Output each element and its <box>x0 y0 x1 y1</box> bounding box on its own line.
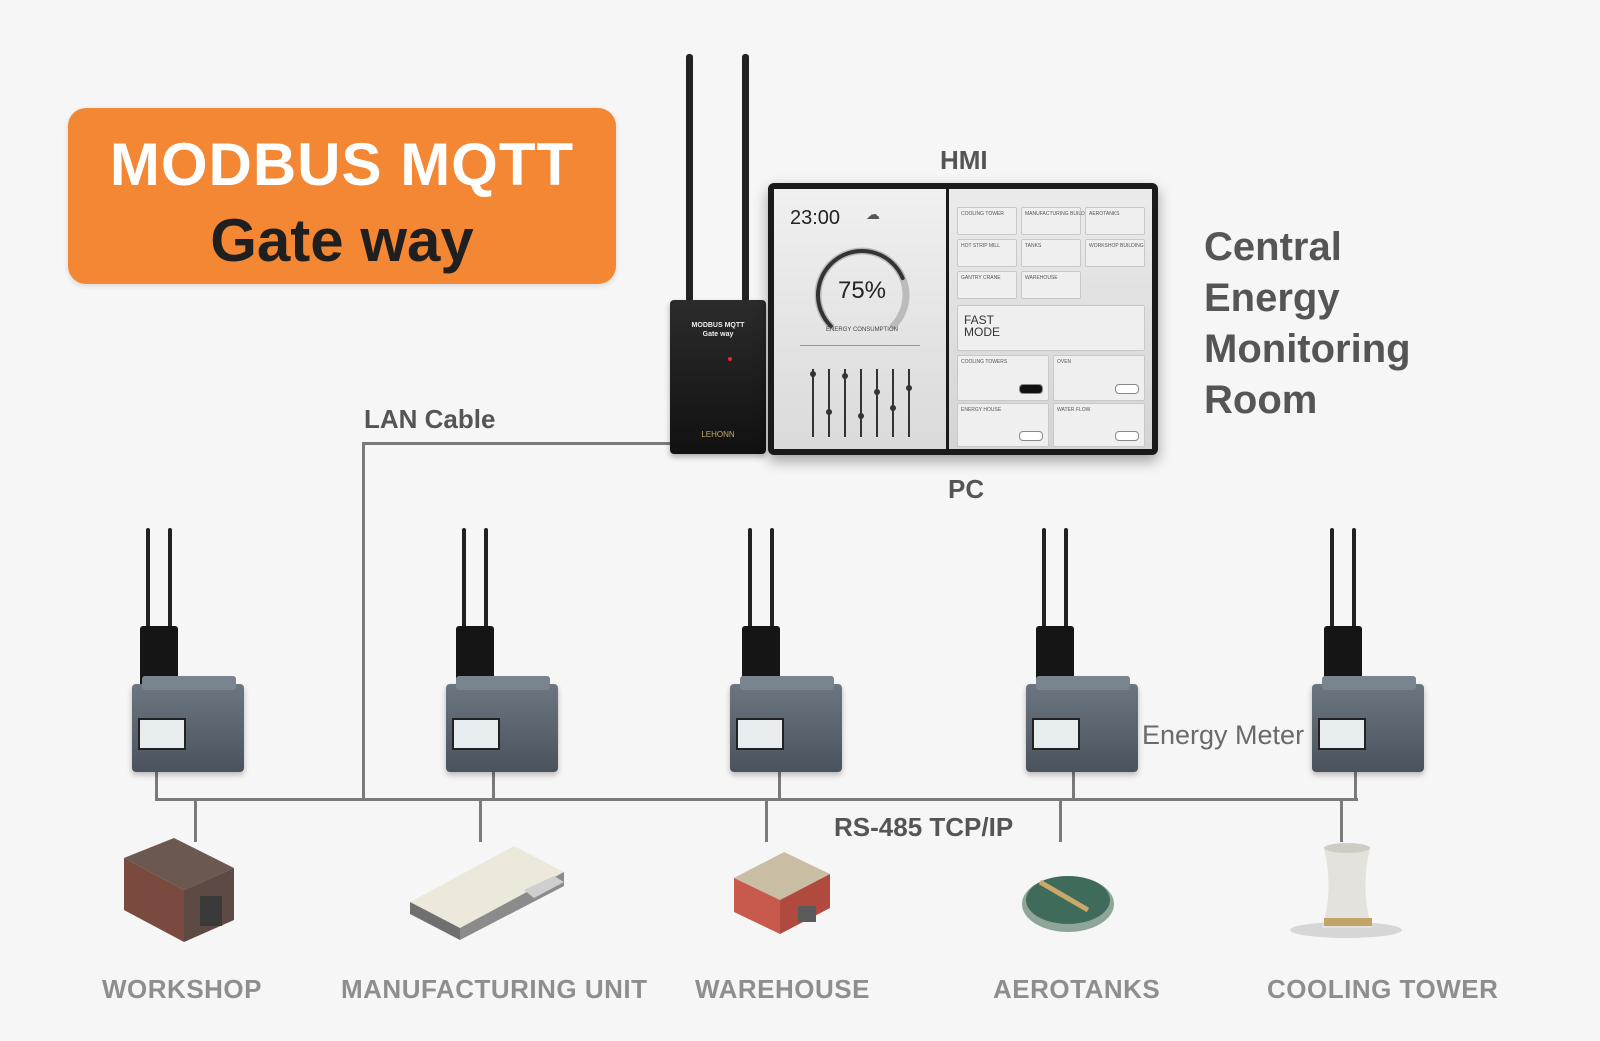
slider-7[interactable] <box>906 369 912 437</box>
hmi-tile[interactable]: MANUFACTURING BUILDING <box>1021 207 1094 235</box>
central-line-4: Room <box>1204 378 1318 422</box>
hmi-time: 23:00 <box>790 207 841 229</box>
building-drop-2 <box>479 798 482 842</box>
gateway-text-2: Gate way <box>702 331 734 338</box>
status-led <box>728 357 732 361</box>
energy-meter <box>1026 676 1138 772</box>
building-label-workshop: WORKSHOP <box>102 974 262 1004</box>
central-room-label: Central Energy Monitoring Room <box>1204 222 1411 426</box>
energy-meter-unit <box>128 528 248 778</box>
hmi-tile[interactable]: TANKS <box>1021 239 1081 267</box>
hmi-tile[interactable]: WAREHOUSE <box>1021 271 1081 299</box>
title-line-2: Gate way <box>210 207 474 274</box>
fast-mode-panel[interactable]: FAST MODE <box>957 305 1145 351</box>
toggle-switch[interactable] <box>1019 431 1043 441</box>
hmi-left-pane: 23:00 ☁ 75% ENERGY CONSUMPTION <box>774 189 946 449</box>
meter-drop-4 <box>1072 770 1075 800</box>
meter-drop-5 <box>1354 770 1357 800</box>
central-line-2: Energy <box>1204 276 1340 320</box>
hmi-tile[interactable]: GANTRY CRANE <box>957 271 1017 299</box>
antenna-left <box>686 54 693 302</box>
central-line-3: Monitoring <box>1204 327 1411 371</box>
toggle-switch[interactable] <box>1115 431 1139 441</box>
gateway-brand: LEHONN <box>701 430 735 439</box>
gateway-text-1: MODBUS MQTT <box>691 322 745 329</box>
bus-label: RS-485 TCP/IP <box>834 812 1014 842</box>
divider <box>800 345 920 346</box>
central-line-1: Central <box>1204 225 1342 269</box>
workshop-icon <box>124 838 234 942</box>
antenna-right <box>742 54 749 302</box>
rs485-bus-line <box>155 798 1358 801</box>
hmi-label: HMI <box>940 145 988 175</box>
energy-meter <box>730 676 842 772</box>
slider-3[interactable] <box>842 369 848 437</box>
gauge-caption: ENERGY CONSUMPTION <box>826 327 898 333</box>
building-drop-5 <box>1340 798 1343 842</box>
title-banner: MODBUS MQTT Gate way <box>68 108 616 284</box>
energy-meter <box>1312 676 1424 772</box>
energy-meter-unit <box>728 528 848 778</box>
lan-cable-horizontal <box>362 442 674 445</box>
control-tile[interactable]: COOLING TOWERS <box>957 355 1049 401</box>
fast-mode-label: FAST MODE <box>964 313 1000 339</box>
building-label-warehouse: WAREHOUSE <box>695 974 870 1004</box>
energy-meter-label: Energy Meter <box>1142 720 1305 750</box>
energy-meter-unit <box>444 528 564 778</box>
pc-label: PC <box>948 474 985 504</box>
energy-meter <box>446 676 558 772</box>
meter-drop-1 <box>155 770 158 800</box>
slider-5[interactable] <box>874 369 880 437</box>
energy-meter <box>132 676 244 772</box>
building-label-manufacturing: MANUFACTURING UNIT <box>341 974 648 1004</box>
title-line-1: MODBUS MQTT <box>109 131 575 198</box>
toggle-switch[interactable] <box>1019 384 1043 394</box>
warehouse-icon <box>734 852 830 934</box>
meter-drop-2 <box>492 770 495 800</box>
building-drop-4 <box>1059 798 1062 842</box>
lan-cable-vertical <box>362 442 365 800</box>
hmi-panel: 23:00 ☁ 75% ENERGY CONSUMPTION COOLING T… <box>768 183 1158 455</box>
slider-1[interactable] <box>810 369 816 437</box>
energy-meter-unit <box>1024 528 1144 778</box>
building-label-cooling-tower: COOLING TOWER <box>1267 974 1499 1004</box>
control-tile[interactable]: WATER FLOW <box>1053 403 1145 447</box>
aerotank-icon <box>1022 876 1114 932</box>
weather-icon: ☁ <box>866 206 880 222</box>
building-drop-3 <box>765 798 768 842</box>
energy-gauge <box>814 247 910 330</box>
gateway-body: MODBUS MQTT Gate way LEHONN <box>670 300 766 454</box>
cooling-tower-icon <box>1290 843 1402 938</box>
slider-4[interactable] <box>858 369 864 437</box>
energy-meter-unit <box>1310 528 1430 778</box>
hmi-tile[interactable]: WORKSHOP BUILDING <box>1085 239 1145 267</box>
hmi-tile[interactable]: HOT STRIP MILL <box>957 239 1017 267</box>
gauge-value: 75% <box>837 277 887 304</box>
building-label-aerotanks: AEROTANKS <box>993 974 1161 1004</box>
slider-2[interactable] <box>826 369 832 437</box>
hmi-tile[interactable]: COOLING TOWER <box>957 207 1017 235</box>
lan-cable-label: LAN Cable <box>364 404 496 434</box>
control-tile[interactable]: OVEN <box>1053 355 1145 401</box>
slider-6[interactable] <box>890 369 896 437</box>
control-tile[interactable]: ENERGY HOUSE <box>957 403 1049 447</box>
hmi-right-pane: COOLING TOWER MANUFACTURING BUILDING AER… <box>949 189 1152 449</box>
building-drop-1 <box>194 798 197 842</box>
meter-drop-3 <box>778 770 781 800</box>
hmi-tile[interactable]: AEROTANKS <box>1085 207 1145 235</box>
toggle-switch[interactable] <box>1115 384 1139 394</box>
manufacturing-unit-icon <box>410 846 564 940</box>
